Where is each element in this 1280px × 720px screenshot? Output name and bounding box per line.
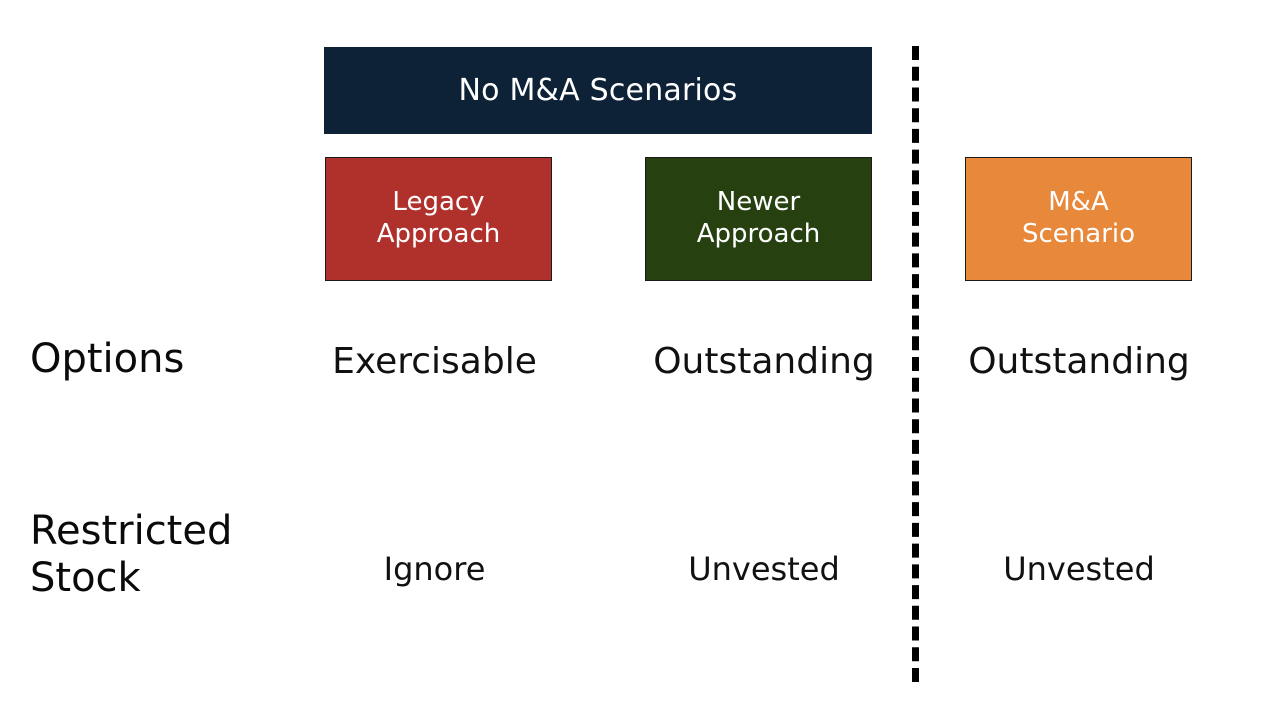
no-ma-scenarios-banner: No M&A Scenarios	[324, 47, 872, 134]
row-label-restricted-stock: Restricted Stock	[30, 508, 233, 602]
table-row-restricted-stock: Restricted Stock Ignore Unvested Unveste…	[0, 500, 1280, 630]
column-header-legacy-approach-label: Legacy Approach	[376, 187, 501, 249]
cell-restricted-stock-ma: Unvested	[1003, 550, 1155, 588]
cell-options-newer: Outstanding	[653, 341, 875, 382]
column-header-legacy-approach: Legacy Approach	[325, 157, 552, 281]
cell-options-legacy: Exercisable	[332, 341, 537, 382]
dashed-vertical-divider	[912, 46, 919, 682]
column-header-newer-approach-label: Newer Approach	[696, 187, 821, 249]
column-header-ma-scenario: M&A Scenario	[965, 157, 1192, 281]
cell-restricted-stock-legacy: Ignore	[383, 550, 486, 588]
banner-label: No M&A Scenarios	[458, 73, 738, 108]
column-header-ma-scenario-label: M&A Scenario	[1021, 187, 1136, 249]
cell-options-ma: Outstanding	[968, 341, 1190, 382]
row-label-options: Options	[30, 336, 185, 382]
cell-restricted-stock-newer: Unvested	[688, 550, 840, 588]
table-row-options: Options Exercisable Outstanding Outstand…	[0, 318, 1280, 414]
column-header-newer-approach: Newer Approach	[645, 157, 872, 281]
